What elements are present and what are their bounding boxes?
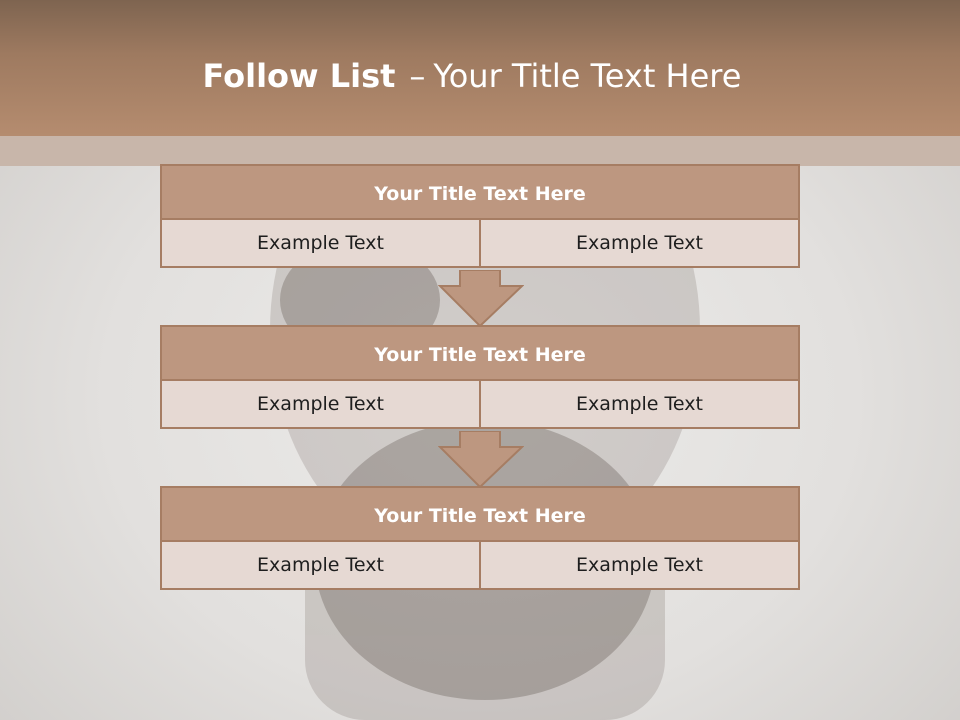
slide-title-rest: Your Title Text Here [433,57,742,95]
block-row: Example Text Example Text [160,542,800,590]
down-arrow-icon [438,270,524,328]
block-cell-left: Example Text [160,381,481,429]
list-block-3: Your Title Text Here Example Text Exampl… [160,486,800,590]
slide-title-dash: – [409,57,426,95]
title-bar [0,0,960,136]
block-cell-left: Example Text [160,220,481,268]
block-title: Your Title Text Here [160,486,800,542]
block-title: Your Title Text Here [160,325,800,381]
block-row: Example Text Example Text [160,381,800,429]
block-title: Your Title Text Here [160,164,800,220]
block-cell-right: Example Text [481,220,800,268]
title-bar-strip [0,136,960,166]
block-cell-right: Example Text [481,542,800,590]
down-arrow-icon [438,431,524,489]
block-cell-left: Example Text [160,542,481,590]
list-block-2: Your Title Text Here Example Text Exampl… [160,325,800,429]
slide-title: Follow List–Your Title Text Here [0,52,944,100]
list-block-1: Your Title Text Here Example Text Exampl… [160,164,800,268]
block-cell-right: Example Text [481,381,800,429]
slide-title-bold: Follow List [202,57,396,95]
block-row: Example Text Example Text [160,220,800,268]
